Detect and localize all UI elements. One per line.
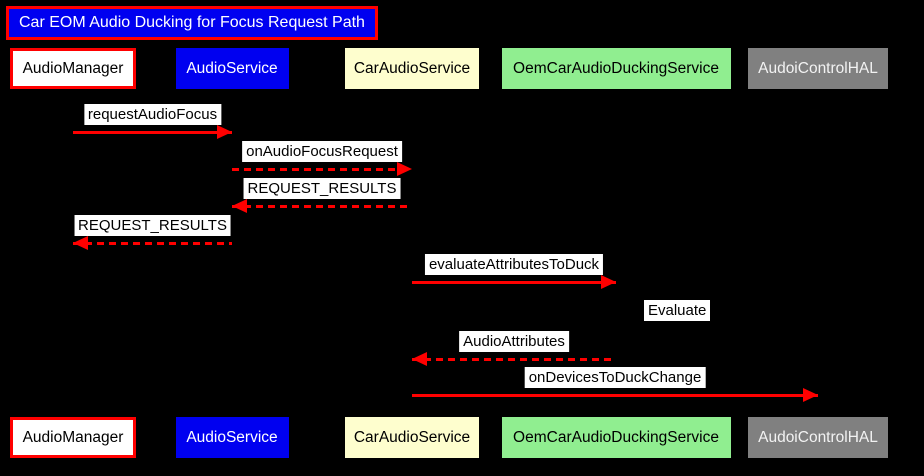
arrowhead-icon xyxy=(217,125,232,139)
participant-label: AudioManager xyxy=(22,428,124,446)
arrowhead-icon xyxy=(601,275,616,289)
message-arrow-6 xyxy=(412,358,616,361)
participant-oem-car-audio-ducking-service-bottom: OemCarAudioDuckingService xyxy=(501,417,731,458)
message-label-3: REQUEST_RESULTS xyxy=(74,215,231,236)
message-label-7: onDevicesToDuckChange xyxy=(524,367,706,388)
participant-label: OemCarAudioDuckingService xyxy=(513,59,719,77)
diagram-title: Car EOM Audio Ducking for Focus Request … xyxy=(6,6,378,40)
participant-label: AudioService xyxy=(186,428,278,446)
participant-label: CarAudioService xyxy=(353,428,471,446)
arrowhead-icon xyxy=(232,199,247,213)
arrowhead-icon xyxy=(412,352,427,366)
participant-audio-manager-top: AudioManager xyxy=(10,48,136,89)
participant-oem-car-audio-ducking-service-top: OemCarAudioDuckingService xyxy=(501,48,731,89)
message-arrow-0 xyxy=(73,131,232,134)
message-label-1: onAudioFocusRequest xyxy=(242,141,402,162)
participant-label: AudoiControlHAL xyxy=(758,59,878,77)
lifeline-audio-manager xyxy=(72,89,74,417)
participant-audio-control-hal-top: AudoiControlHAL xyxy=(748,48,888,89)
participant-label: AudioManager xyxy=(22,59,124,77)
participant-audio-service-top: AudioService xyxy=(175,48,289,89)
participant-car-audio-service-top: CarAudioService xyxy=(345,48,479,89)
participant-audio-service-bottom: AudioService xyxy=(175,417,289,458)
message-arrow-1 xyxy=(232,168,412,171)
lifeline-oem-car-audio-ducking-service xyxy=(615,89,617,417)
participant-label: AudioService xyxy=(186,59,278,77)
participant-label: AudoiControlHAL xyxy=(758,428,878,446)
arrowhead-icon xyxy=(803,388,818,402)
participant-car-audio-service-bottom: CarAudioService xyxy=(345,417,479,458)
arrowhead-icon xyxy=(73,236,88,250)
message-label-4: evaluateAttributesToDuck xyxy=(424,254,604,275)
message-label-2: REQUEST_RESULTS xyxy=(243,178,401,199)
message-arrow-3 xyxy=(73,242,232,245)
message-label-5: Evaluate xyxy=(644,300,711,321)
message-label-6: AudioAttributes xyxy=(459,331,569,352)
message-arrow-2 xyxy=(232,205,412,208)
participant-label: OemCarAudioDuckingService xyxy=(513,428,719,446)
message-label-0: requestAudioFocus xyxy=(83,104,222,125)
arrowhead-icon xyxy=(397,162,412,176)
participant-audio-manager-bottom: AudioManager xyxy=(10,417,136,458)
lifeline-audio-control-hal xyxy=(817,89,819,417)
participant-audio-control-hal-bottom: AudoiControlHAL xyxy=(748,417,888,458)
lifeline-car-audio-service xyxy=(411,89,413,417)
lifeline-audio-service xyxy=(231,89,233,417)
message-arrow-7 xyxy=(412,394,818,397)
participant-label: CarAudioService xyxy=(353,59,471,77)
message-arrow-4 xyxy=(412,281,616,284)
